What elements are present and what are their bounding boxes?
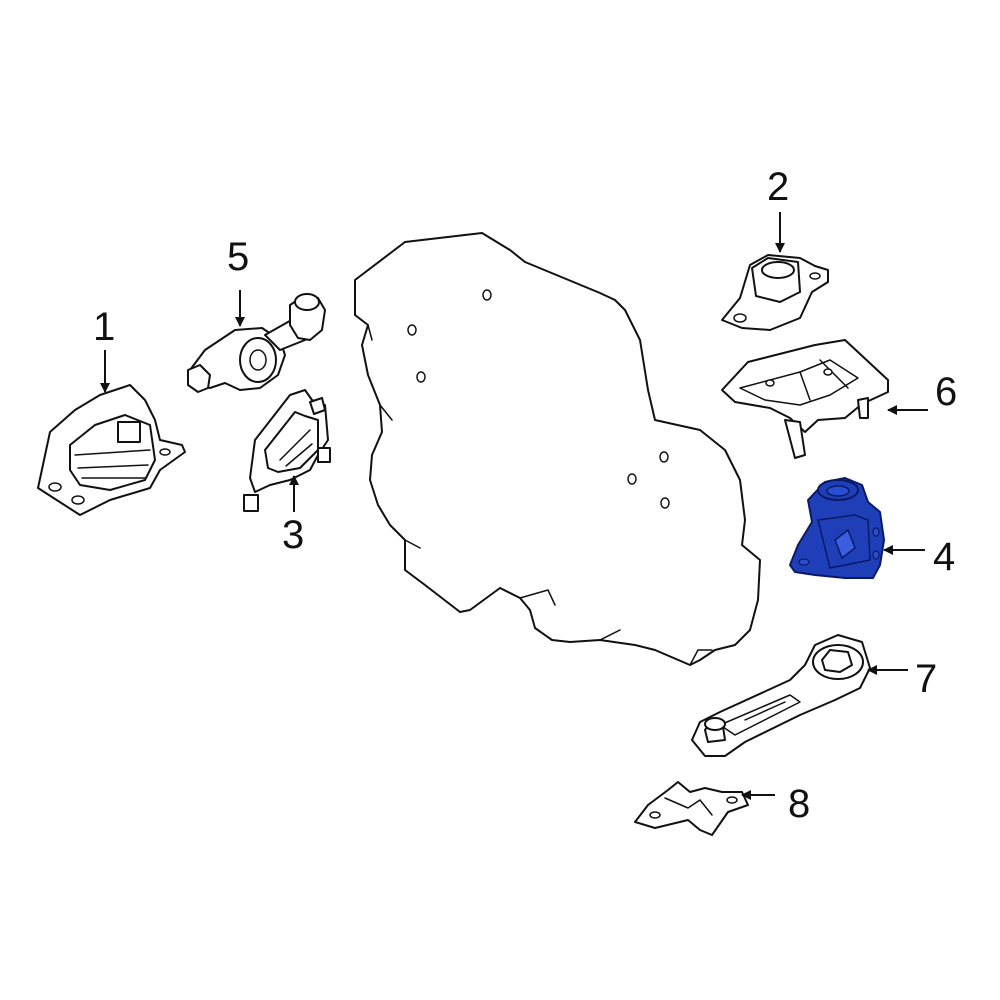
callout-2[interactable]: 2 — [767, 165, 789, 209]
engine-mount-left[interactable] — [37, 384, 186, 516]
engine-block — [354, 232, 761, 666]
callout-6[interactable]: 6 — [935, 370, 957, 414]
callout-4[interactable]: 4 — [933, 535, 955, 579]
highlight-shape — [789, 477, 885, 579]
small-bracket[interactable] — [634, 781, 749, 836]
callout-numbers: 1 2 3 4 5 6 7 8 — [93, 165, 957, 826]
callout-5[interactable]: 5 — [227, 235, 249, 279]
callout-7[interactable]: 7 — [915, 657, 937, 701]
callout-8[interactable]: 8 — [788, 782, 810, 826]
mount-bracket-plate[interactable] — [243, 389, 331, 512]
callout-1[interactable]: 1 — [93, 305, 115, 349]
torque-rod-lower[interactable] — [691, 634, 871, 757]
battery-tray-bracket[interactable] — [721, 339, 889, 459]
engine-mount-bracket-highlighted[interactable] — [789, 477, 885, 579]
callout-arrows — [100, 212, 928, 800]
engine-mount-upper-right[interactable] — [721, 254, 829, 331]
torque-rod-upper[interactable] — [187, 293, 326, 393]
callout-3[interactable]: 3 — [282, 513, 304, 557]
